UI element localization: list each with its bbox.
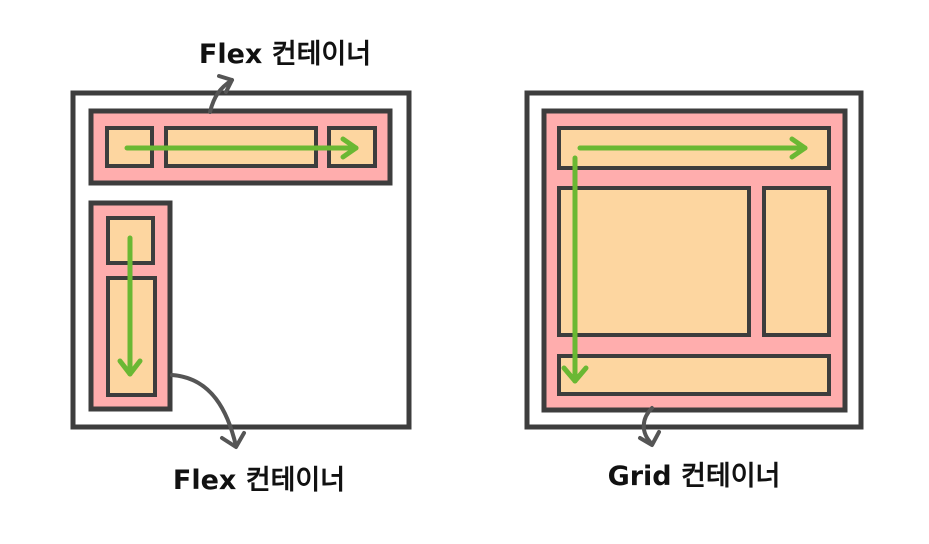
flex-row-arrow-icon (124, 136, 359, 160)
flex-bottom-pointer-icon (170, 373, 246, 449)
grid-item-aside (762, 186, 831, 337)
flex-bottom-label: Flex 컨테이너 (173, 465, 345, 496)
grid-item-main (557, 186, 751, 337)
grid-item-footer (557, 354, 831, 396)
flex-top-pointer-icon (208, 74, 234, 114)
grid-example: Grid 컨테이너 (524, 90, 864, 492)
flex-top-label: Flex 컨테이너 (199, 39, 371, 70)
flex-example: Flex 컨테이너 Flex 컨테이너 (70, 39, 412, 496)
grid-label: Grid 컨테이너 (608, 461, 781, 492)
grid-pointer-icon (638, 406, 661, 447)
flex-column-arrow-icon (117, 235, 143, 377)
grid-row-arrow-icon (577, 136, 808, 160)
grid-column-arrow-icon (561, 155, 589, 384)
